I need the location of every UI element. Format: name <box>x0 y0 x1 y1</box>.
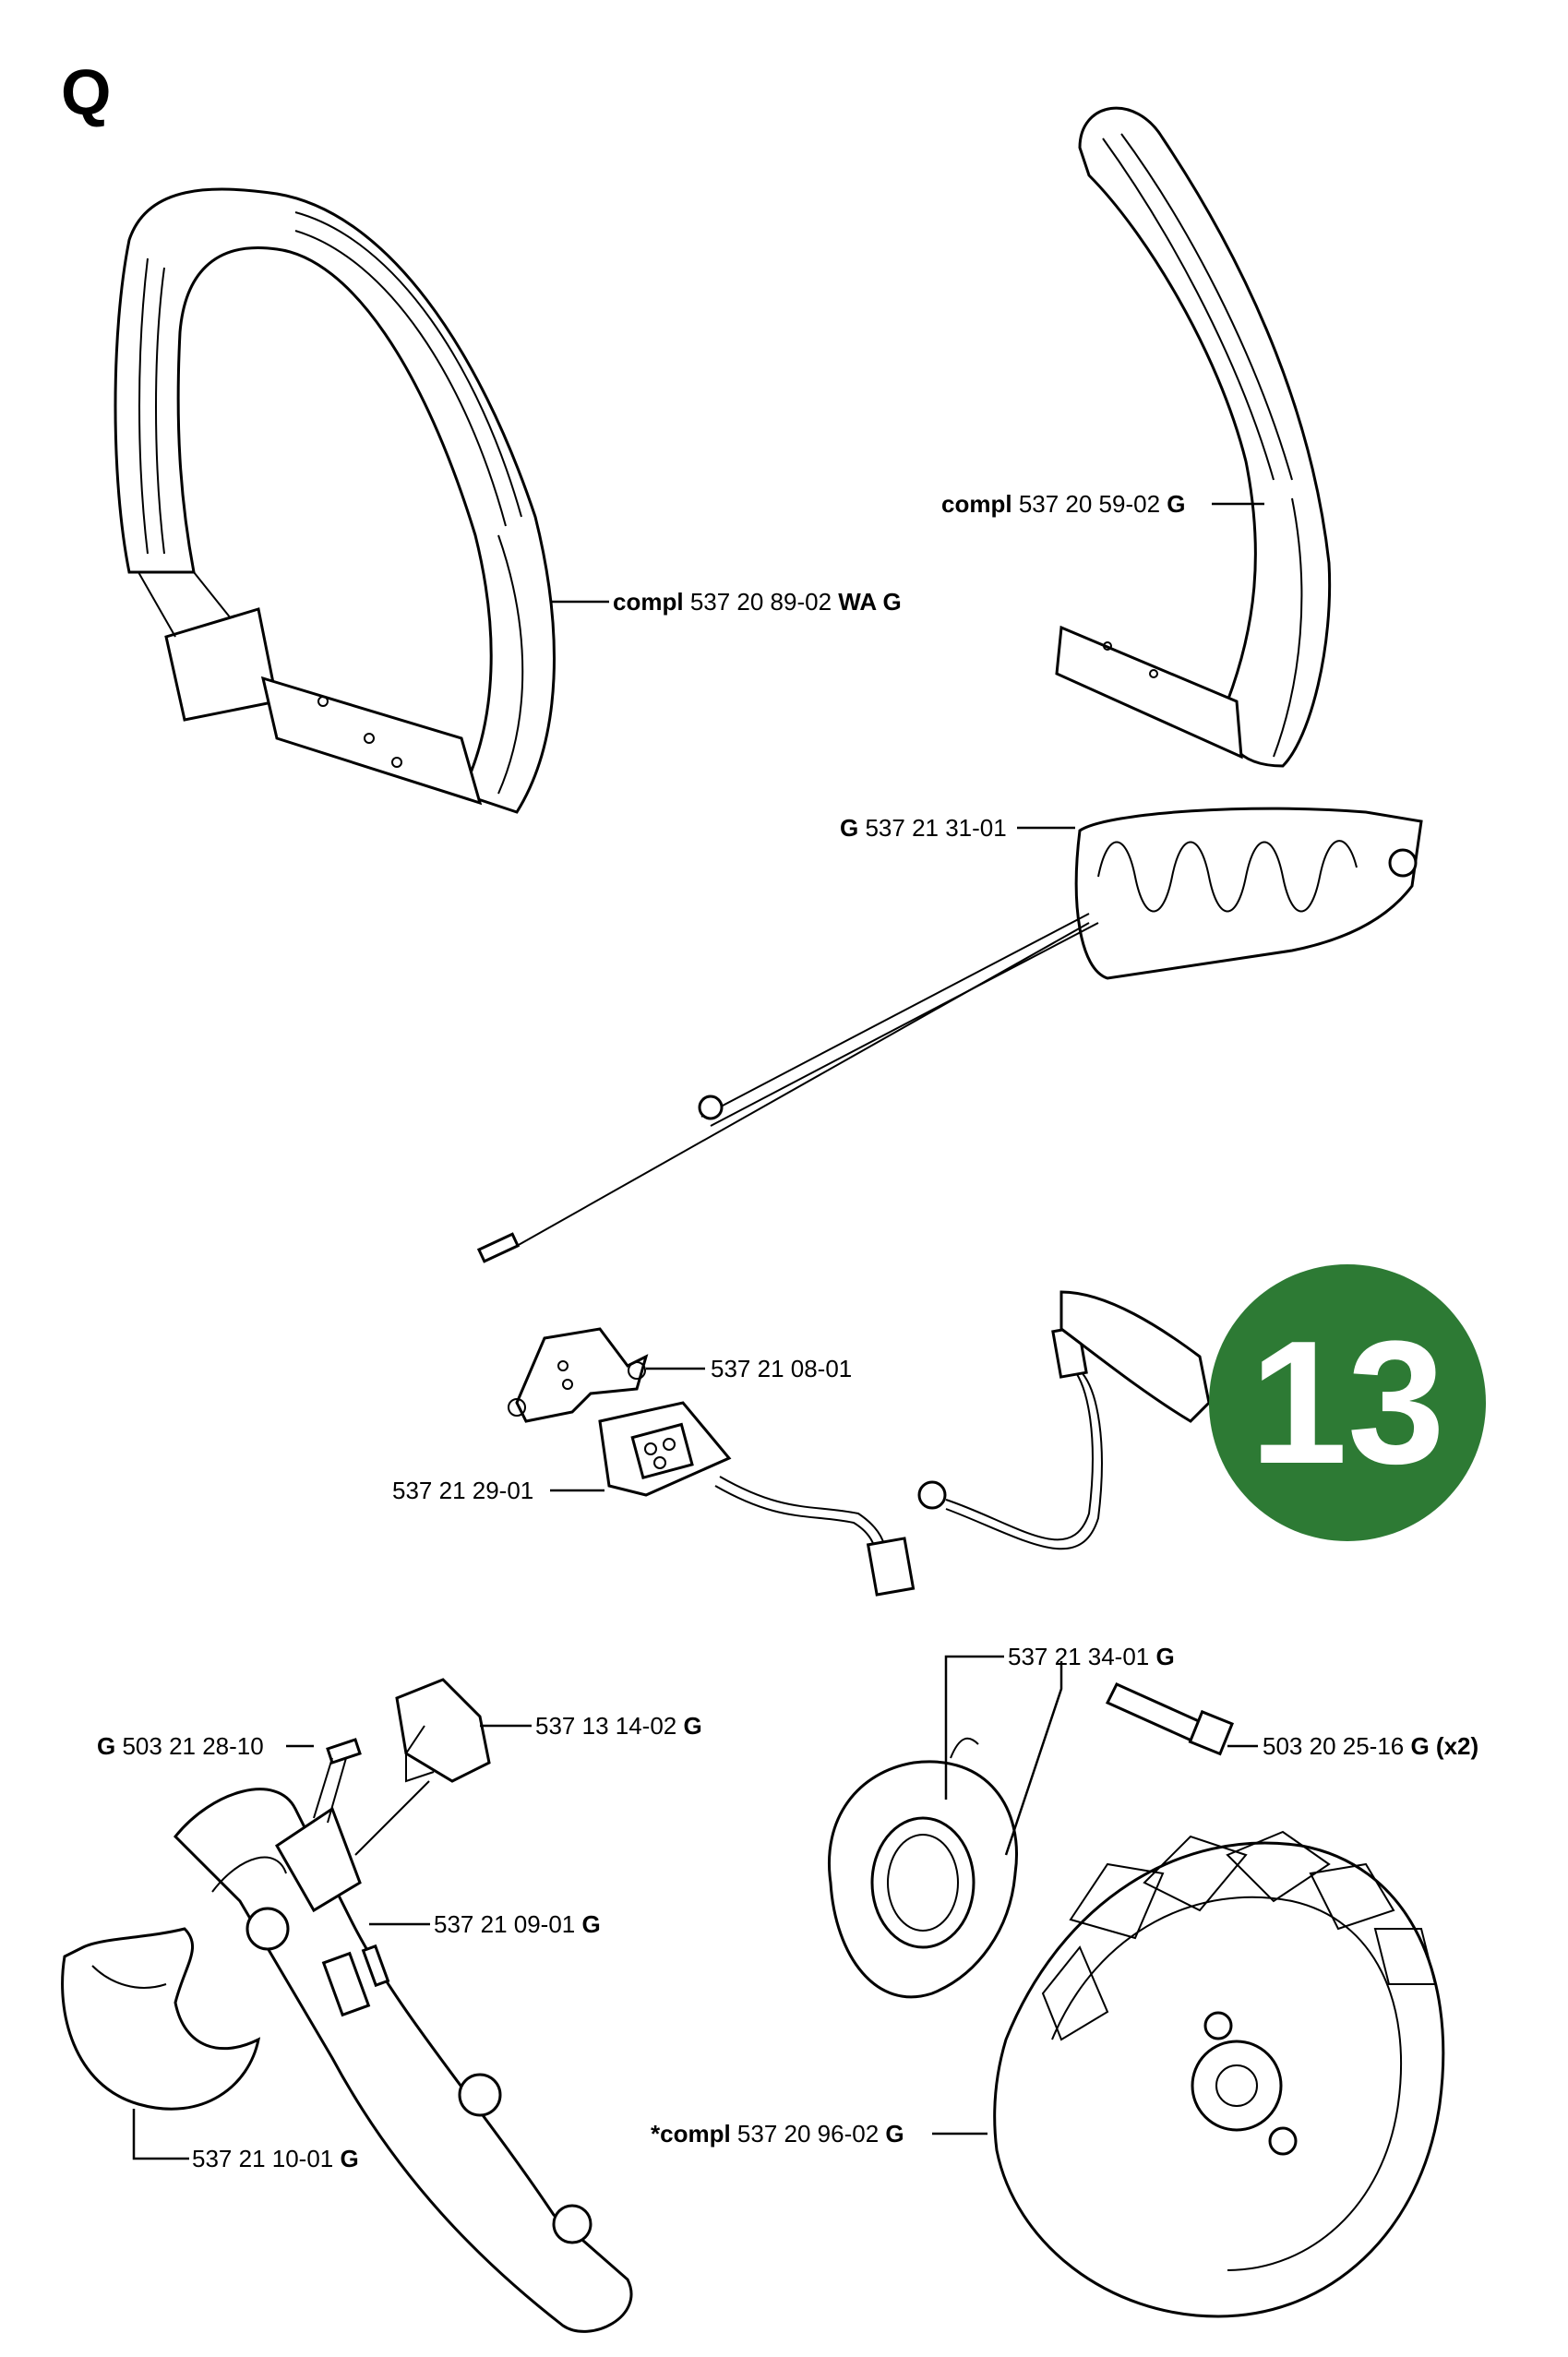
switch-part <box>598 1401 916 1597</box>
heating-element <box>476 807 1423 1263</box>
part-label-8-number: 503 21 28-10 <box>122 1732 264 1760</box>
part-label-5-number: 537 21 29-01 <box>392 1477 534 1504</box>
part-label-9-suffix: G <box>683 1712 702 1740</box>
part-label-4: 537 21 08-01 <box>711 1355 852 1382</box>
part-label-1-number: 537 20 89-02 <box>689 588 832 616</box>
part-label-8: G 503 21 28-10 <box>97 1732 264 1760</box>
part-label-6-suffix: G <box>1155 1643 1175 1670</box>
part-label-7-suffix: G (x2) <box>1410 1732 1479 1760</box>
part-label-11-suffix: G <box>340 2145 359 2172</box>
rear-handle-assembly <box>61 1678 633 2333</box>
stator-coil <box>828 1737 1018 1999</box>
part-label-12-prefix: *compl <box>651 2120 731 2148</box>
part-label-11: 537 21 10-01 G <box>192 2145 359 2172</box>
part-label-7: 503 20 25-16 G (x2) <box>1263 1732 1478 1760</box>
flywheel-screw <box>1105 1682 1235 1756</box>
part-label-3: G 537 21 31-01 <box>840 814 1007 842</box>
part-label-6: 537 21 34-01 G <box>1008 1643 1175 1670</box>
part-label-2: compl 537 20 59-02 G <box>941 490 1186 518</box>
part-label-2-number: 537 20 59-02 <box>1018 490 1161 518</box>
section-letter: Q <box>61 56 112 128</box>
part-label-10: 537 21 09-01 G <box>434 1910 601 1938</box>
part-label-1-suffix: WA G <box>838 588 902 616</box>
part-label-3-prefix: G <box>840 814 859 842</box>
part-label-11-number: 537 21 10-01 <box>192 2145 334 2172</box>
bracket-part <box>508 1327 649 1423</box>
part-label-1-prefix: compl <box>613 588 684 616</box>
part-label-7-number: 503 20 25-16 <box>1263 1732 1405 1760</box>
part-label-2-suffix: G <box>1167 490 1186 518</box>
part-label-8-prefix: G <box>97 1732 116 1760</box>
front-handle-small <box>1055 106 1332 768</box>
part-label-10-suffix: G <box>581 1910 601 1938</box>
part-label-2-prefix: compl <box>941 490 1012 518</box>
part-label-3-number: 537 21 31-01 <box>865 814 1007 842</box>
front-handle-large <box>114 187 556 814</box>
part-label-12-number: 537 20 96-02 <box>736 2120 880 2148</box>
part-label-4-number: 537 21 08-01 <box>711 1355 853 1382</box>
cable-ring <box>917 1290 1211 1550</box>
part-label-6-number: 537 21 34-01 <box>1008 1643 1150 1670</box>
part-label-12: *compl 537 20 96-02 G <box>651 2120 904 2148</box>
part-label-1: compl 537 20 89-02 WA G <box>613 588 902 616</box>
part-label-10-number: 537 21 09-01 <box>434 1910 576 1938</box>
part-label-9-number: 537 13 14-02 <box>535 1712 677 1740</box>
part-label-5: 537 21 29-01 <box>392 1477 533 1504</box>
part-label-12-suffix: G <box>885 2120 904 2148</box>
flywheel <box>993 1830 1445 2318</box>
part-label-9: 537 13 14-02 G <box>535 1712 702 1740</box>
page-number-badge: 13 <box>1209 1264 1486 1541</box>
leader-lines <box>132 502 1264 2160</box>
